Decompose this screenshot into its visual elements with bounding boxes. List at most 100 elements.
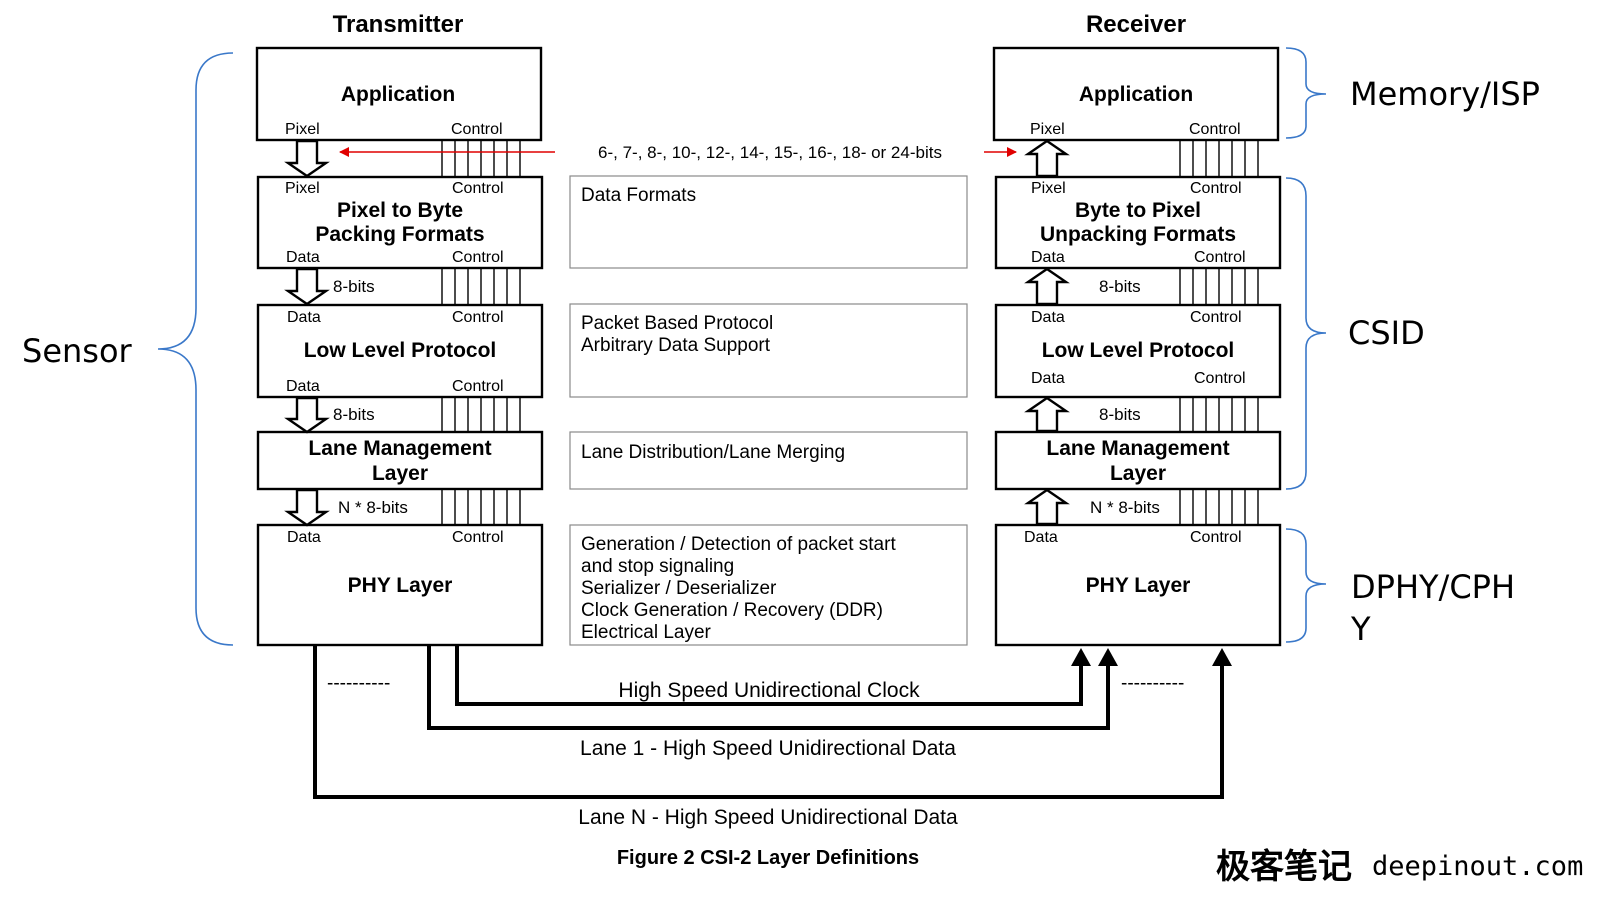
lane1-label: Lane 1 - High Speed Unidirectional Data <box>580 737 956 760</box>
tx-low-level-box <box>256 303 544 399</box>
lane1-arrowhead <box>1098 648 1118 666</box>
sensor-label: Sensor <box>22 332 133 370</box>
laneN-label: Lane N - High Speed Unidirectional Data <box>578 806 958 829</box>
rx-low-level-label: Low Level Protocol <box>1042 339 1235 362</box>
tx-8bits-label-1: 8-bits <box>333 277 375 296</box>
rx-llp-data-top-port: Data <box>1031 309 1065 326</box>
rx-8bits-label-1: 8-bits <box>1099 277 1141 296</box>
desc-lanes-line-1: Lane Distribution/Lane Merging <box>581 442 845 463</box>
pixel-width-label: 6-, 7-, 8-, 10-, 12-, 14-, 15-, 16-, 18-… <box>598 143 942 162</box>
rx-byte-to-pixel-label-1: Byte to Pixel <box>1075 199 1201 222</box>
tx-lanes-label: N * 8-bits <box>338 498 408 517</box>
laneN-wire <box>313 646 1224 799</box>
tx-pixel-control-port: Control <box>452 180 504 197</box>
rx-application-box <box>992 46 1280 142</box>
high-speed-lines <box>313 646 1232 799</box>
rx-phy-data-port: Data <box>1024 529 1058 546</box>
rx-lane-mgmt-label-1: Lane Management <box>1046 437 1229 460</box>
clock-wire <box>455 646 1083 706</box>
rx-byte-to-pixel-label-2: Unpacking Formats <box>1040 223 1236 246</box>
desc-protocol-line-1: Packet Based Protocol <box>581 313 773 334</box>
csid-label: CSID <box>1348 314 1425 352</box>
memory-isp-label: Memory/ISP <box>1350 75 1540 113</box>
desc-lanes-box <box>569 431 968 490</box>
tx-data-arrows <box>284 139 330 527</box>
tx-pixel-port: Pixel <box>285 180 320 197</box>
tx-lanes-arrow-down <box>284 488 330 527</box>
rx-b2p-data-port: Data <box>1031 249 1065 266</box>
tx-application-pixel-port: Pixel <box>285 121 320 138</box>
phy-brace <box>1285 528 1327 643</box>
tx-application-label: Application <box>341 83 455 106</box>
tx-low-level-label: Low Level Protocol <box>304 339 497 362</box>
desc-phy-line-4: Clock Generation / Recovery (DDR) <box>581 600 883 621</box>
tx-llp-control-top-port: Control <box>452 309 504 326</box>
lanes-ellipsis-left: ---------- <box>327 673 390 694</box>
desc-data-formats-line-1: Data Formats <box>581 185 696 206</box>
rx-byte-arrow-up-1 <box>1024 267 1070 306</box>
tx-phy-box <box>256 523 544 647</box>
tx-pixel-to-byte-box <box>256 175 544 270</box>
tx-phy-data-port: Data <box>287 529 321 546</box>
watermark-cn: 极客笔记 <box>1216 847 1352 887</box>
tx-application-control-port: Control <box>451 121 503 138</box>
tx-pixel-to-byte-label-2: Packing Formats <box>315 223 484 246</box>
rx-phy-label: PHY Layer <box>1086 574 1191 597</box>
rx-lanes-label: N * 8-bits <box>1090 498 1160 517</box>
desc-data-formats-box <box>569 175 968 269</box>
rx-8bits-label-2: 8-bits <box>1099 405 1141 424</box>
tx-8bits-label-2: 8-bits <box>333 405 375 424</box>
tx-application-box <box>255 46 543 142</box>
dphy-label-line-2: Y <box>1350 610 1371 648</box>
rx-control-buses <box>1179 141 1259 524</box>
rx-application-label: Application <box>1079 83 1193 106</box>
receiver-stack: Application Pixel Control Pixel Control … <box>992 46 1282 647</box>
rx-pixel-arrow-up <box>1024 139 1070 178</box>
memory-isp-brace <box>1285 47 1327 139</box>
rx-phy-control-port: Control <box>1190 529 1242 546</box>
laneN-arrowhead <box>1212 648 1232 666</box>
lane1-wire <box>427 646 1110 730</box>
tx-control-buses <box>441 141 521 524</box>
desc-phy-line-1: Generation / Detection of packet start <box>581 534 896 555</box>
rx-llp-data-bottom-port: Data <box>1031 370 1065 387</box>
desc-phy-line-5: Electrical Layer <box>581 622 712 643</box>
tx-byte-arrow-down-2 <box>284 396 330 434</box>
tx-lane-mgmt-label-2: Layer <box>372 462 428 485</box>
transmitter-stack: Application Pixel Control Pixel Control … <box>255 46 544 647</box>
rx-pixel-control-port: Control <box>1190 180 1242 197</box>
tx-p2b-control-port: Control <box>452 249 504 266</box>
rx-byte-to-pixel-box <box>994 175 1282 270</box>
clock-arrowhead <box>1071 648 1091 666</box>
tx-phy-control-port: Control <box>452 529 504 546</box>
rx-byte-arrow-up-2 <box>1024 396 1070 433</box>
rx-lanes-arrow-up <box>1024 488 1070 526</box>
transmitter-title: Transmitter <box>333 11 464 38</box>
rx-llp-control-top-port: Control <box>1190 309 1242 326</box>
rx-phy-box <box>994 523 1282 647</box>
rx-application-pixel-port: Pixel <box>1030 121 1065 138</box>
desc-protocol-box <box>569 303 968 398</box>
rx-application-control-port: Control <box>1189 121 1241 138</box>
rx-data-arrows <box>1024 139 1070 526</box>
rx-lane-mgmt-box <box>994 430 1282 491</box>
tx-byte-arrow-down-1 <box>284 267 330 306</box>
clock-label: High Speed Unidirectional Clock <box>618 679 920 702</box>
tx-lane-mgmt-box <box>256 430 544 491</box>
tx-llp-data-bottom-port: Data <box>286 378 320 395</box>
csid-brace <box>1285 177 1327 490</box>
receiver-title: Receiver <box>1086 11 1186 38</box>
rx-b2p-control-port: Control <box>1194 249 1246 266</box>
desc-protocol-line-2: Arbitrary Data Support <box>581 335 771 356</box>
tx-llp-control-bottom-port: Control <box>452 378 504 395</box>
tx-p2b-data-port: Data <box>286 249 320 266</box>
tx-lane-mgmt-label-1: Lane Management <box>308 437 491 460</box>
sensor-brace <box>157 52 234 646</box>
tx-llp-data-top-port: Data <box>287 309 321 326</box>
rx-pixel-port: Pixel <box>1031 180 1066 197</box>
rx-low-level-box <box>994 303 1282 399</box>
tx-pixel-to-byte-label-1: Pixel to Byte <box>337 199 463 222</box>
lanes-ellipsis-right: ---------- <box>1121 673 1184 694</box>
desc-phy-line-3: Serializer / Deserializer <box>581 578 777 599</box>
